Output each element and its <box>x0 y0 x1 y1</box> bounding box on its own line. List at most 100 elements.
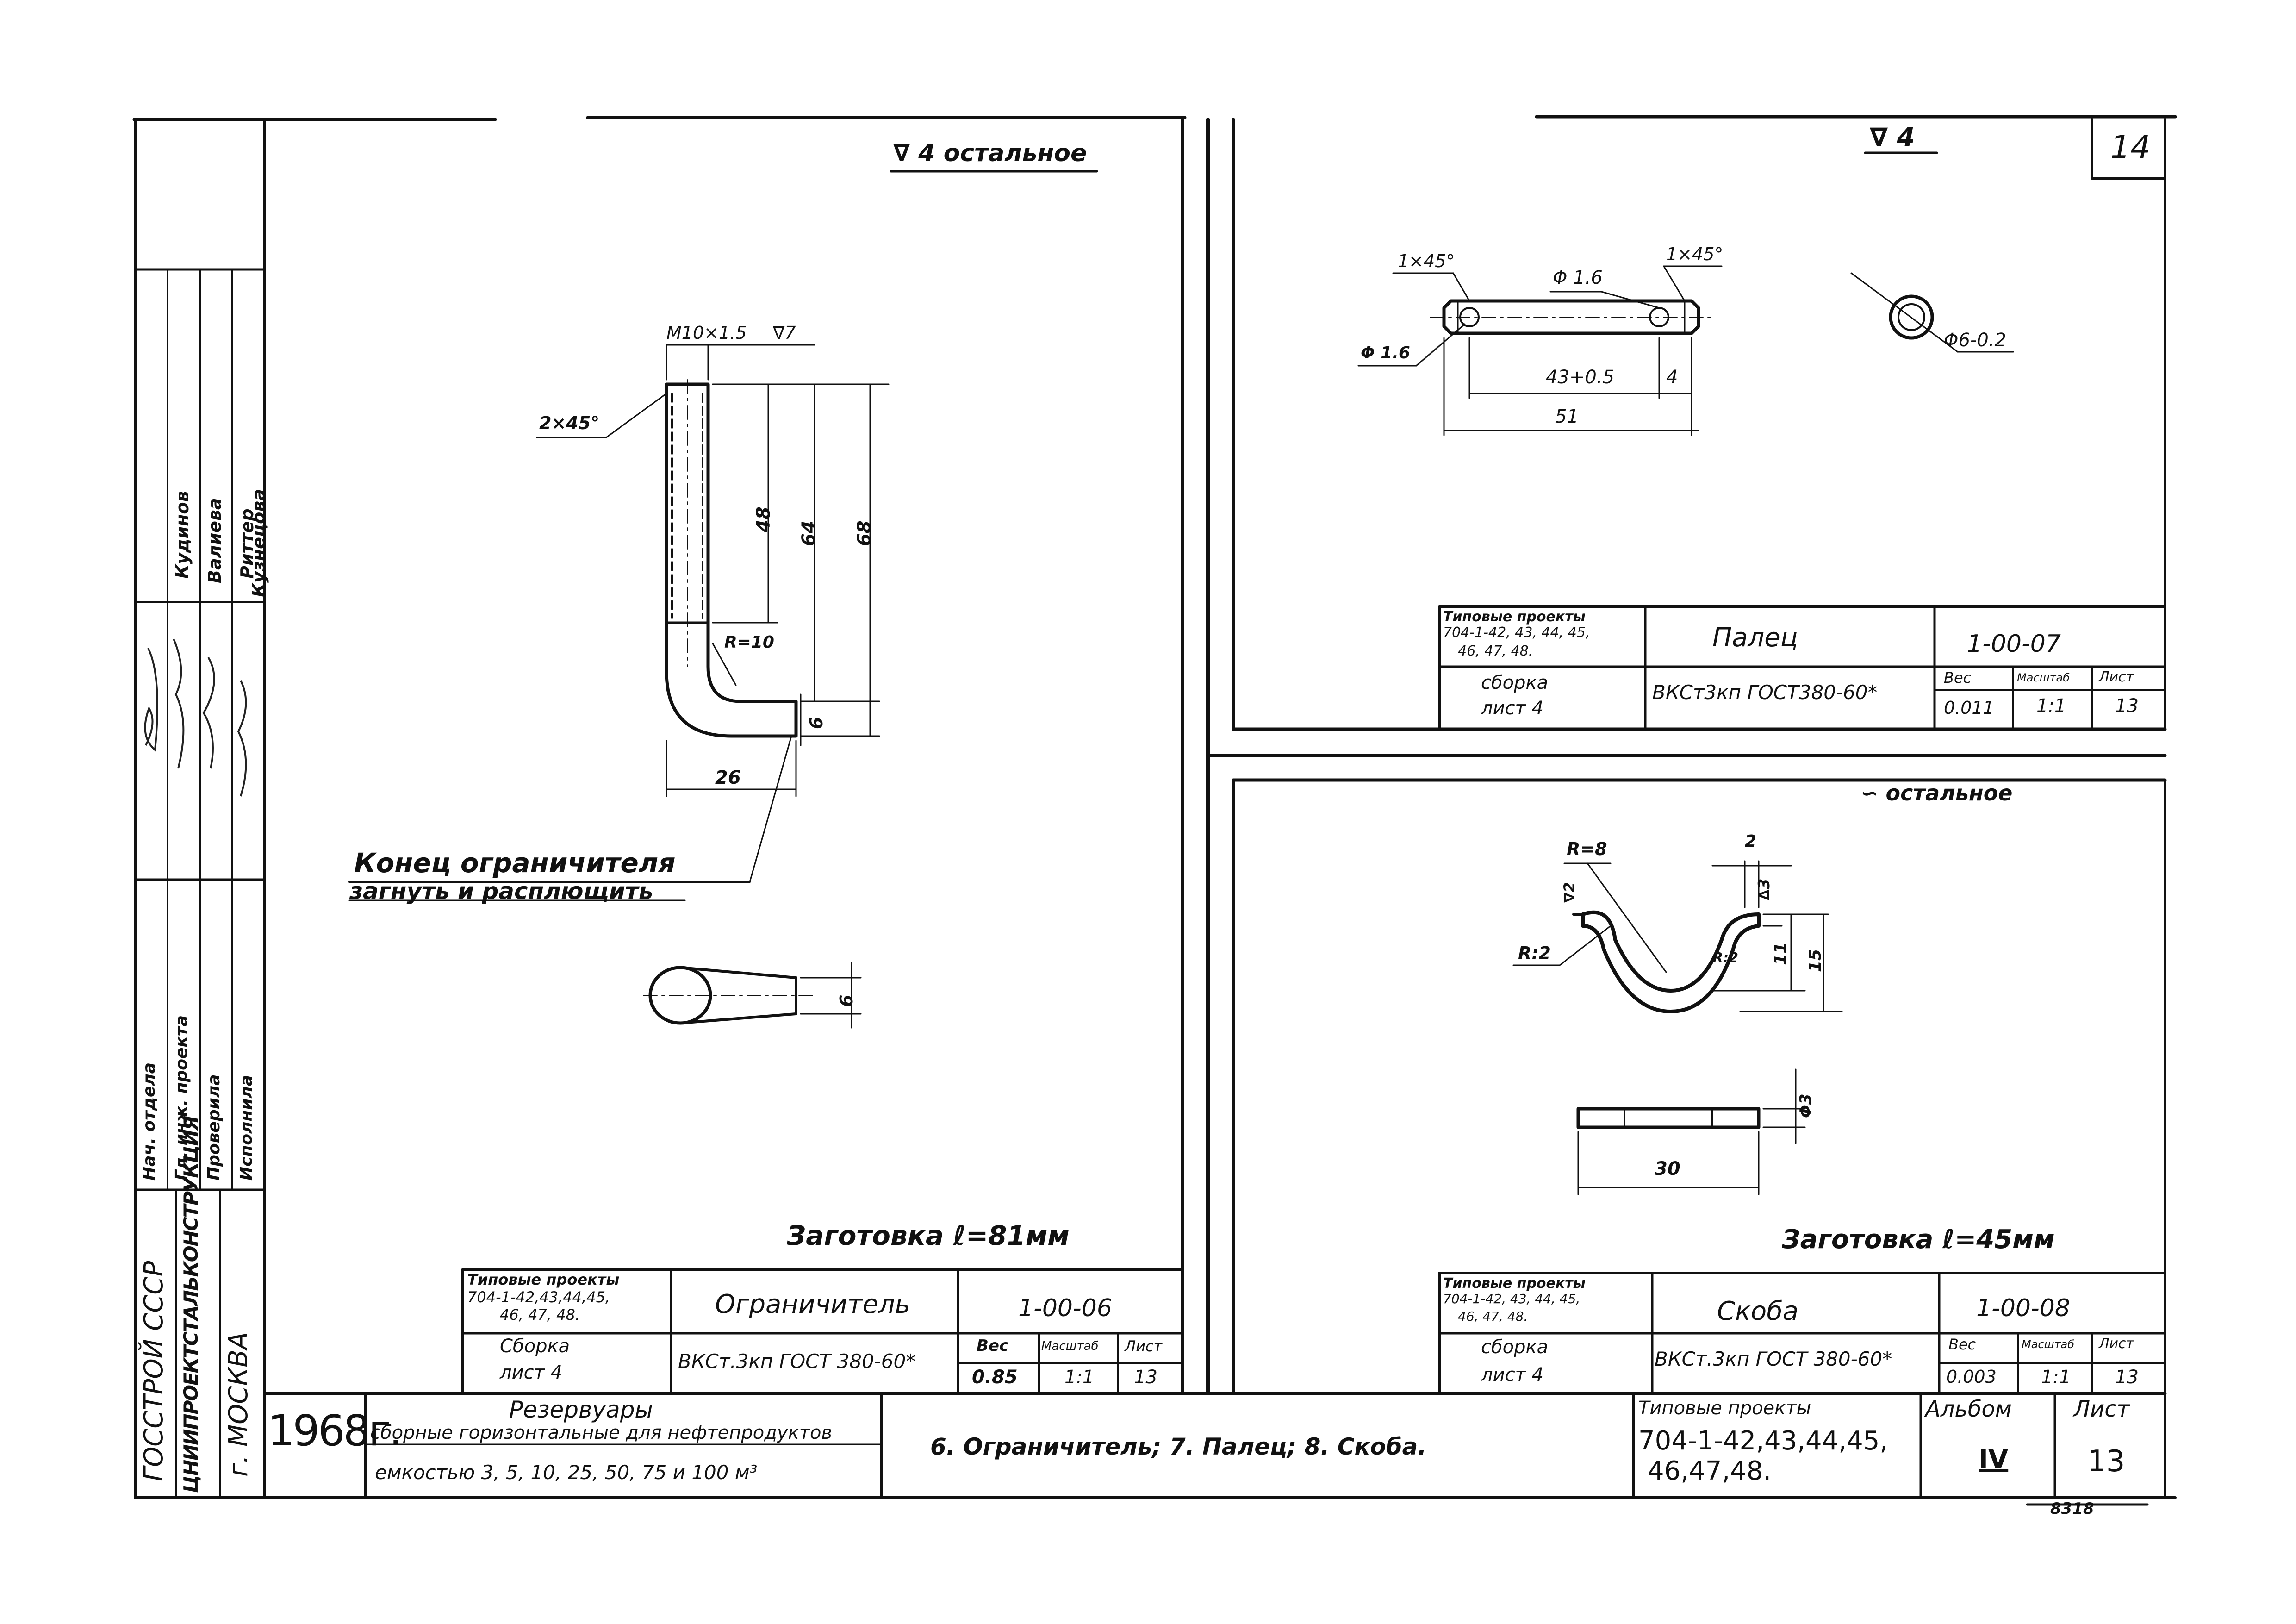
left-tb-assembly: Сборка <box>500 1336 570 1357</box>
stamp-role-2: Гл. инж. проекта <box>172 1015 191 1181</box>
clip-tb-proj-nums-2: 46, 47, 48. <box>1458 1309 1528 1324</box>
left-tb-proj-nums-1: 704-1-42,43,44,45, <box>467 1288 610 1306</box>
clip-surface-note: ∽ остальное <box>1860 781 2013 806</box>
pin-tb-sheet: 13 <box>2115 695 2139 717</box>
clip-surface-2: ∇2 <box>1561 882 1578 903</box>
clip-tb-material: ВКСт.3кп ГОСТ 380-60* <box>1655 1348 1892 1370</box>
stamp-city: г. МОСКВА <box>224 1331 254 1477</box>
clip-tb-proj-nums-1: 704-1-42, 43, 44, 45, <box>1443 1291 1580 1306</box>
left-tb-part-name: Ограничитель <box>715 1289 910 1319</box>
left-tb-weight: 0.85 <box>972 1367 1018 1388</box>
pin-hole-dia: Φ 1.6 <box>1553 267 1603 288</box>
left-tb-proj-nums-2: 46, 47, 48. <box>500 1306 580 1324</box>
dim-6: 6 <box>806 717 827 729</box>
clip-radius-bottom: R:2 <box>1518 943 1551 963</box>
thread-label: M10×1.5 <box>666 323 747 343</box>
main-proj-nums-1: 704-1-42,43,44,45, <box>1638 1426 1888 1456</box>
sheet-contents: 6. Ограничитель; 7. Палец; 8. Скоба. <box>930 1433 1427 1460</box>
clip-dim-15: 15 <box>1806 949 1825 972</box>
left-surface-note: ∇ 4 остальное <box>893 139 1087 167</box>
flat-dim: 6 <box>836 994 857 1007</box>
clip-tb-assembly: сборка <box>1481 1337 1549 1358</box>
clip-tb-sheet: 13 <box>2115 1367 2139 1388</box>
stamp-role-1: Нач. отдела <box>140 1062 159 1181</box>
chamfer-label: 2×45° <box>539 413 600 433</box>
note-line-2: загнуть и расплющить <box>349 878 653 905</box>
clip-tb-sheet-label: Лист <box>2099 1336 2134 1352</box>
clip-radius-inner: R:2 <box>1712 950 1738 966</box>
pin-dia: Φ6-0.2 <box>1944 330 2006 351</box>
pin-tb-proj-nums-1: 704-1-42, 43, 44, 45, <box>1443 625 1590 641</box>
pin-hole-dia-left: Φ 1.6 <box>1361 344 1410 362</box>
year: 1968г. <box>268 1406 403 1455</box>
left-tb-proj-label: Типовые проекты <box>467 1271 620 1288</box>
stamp-org-gosstroy: ГОССТРОЙ СССР <box>139 1261 169 1481</box>
stamp-role-3: Проверила <box>205 1074 224 1181</box>
pin-tb-scale-label: Масштаб <box>2017 671 2070 684</box>
subject-line-1: Резервуары <box>509 1396 653 1423</box>
clip-surface-3: ∆3 <box>1755 878 1773 900</box>
pin-tb-weight-label: Вес <box>1944 669 1972 687</box>
clip-tb-weight: 0.003 <box>1946 1367 1997 1387</box>
pin-tb-code: 1-00-07 <box>1967 630 2061 658</box>
footer-code: 8318 <box>2050 1499 2094 1518</box>
subject-line-2: сборные горизонтальные для нефтепродукто… <box>370 1422 833 1443</box>
surface-finish-label: ∇7 <box>773 323 796 343</box>
main-sheet-number: 13 <box>2087 1444 2125 1479</box>
subject-line-3: емкостью 3, 5, 10, 25, 50, 75 и 100 м³ <box>375 1461 758 1484</box>
left-tb-sheet: 13 <box>1134 1367 1157 1388</box>
clip-radius-top: R=8 <box>1567 839 1607 859</box>
pin-surface-note: ∇ 4 <box>1870 123 1915 153</box>
pin-dim-51: 51 <box>1555 406 1579 427</box>
pin-tb-assembly: сборка <box>1481 672 1549 693</box>
pin-tb-material: ВКСт3кп ГОСТ380-60* <box>1652 681 1878 704</box>
stamp-name-1: Кудинов <box>172 491 193 579</box>
main-proj-nums-2: 46,47,48. <box>1648 1456 1772 1486</box>
album-label: Альбом <box>1925 1396 2012 1422</box>
pin-chamfer-left: 1×45° <box>1398 251 1455 271</box>
pin-chamfer-right: 1×45° <box>1666 244 1724 264</box>
clip-blank-length: Заготовка ℓ=45мм <box>1782 1224 2055 1255</box>
pin-tb-proj-label: Типовые проекты <box>1443 609 1586 625</box>
left-tb-scale: 1:1 <box>1064 1367 1095 1388</box>
stamp-name-2: Валиева <box>205 498 225 583</box>
clip-dim-3: Φ3 <box>1797 1093 1815 1118</box>
clip-tb-scale: 1:1 <box>2041 1367 2071 1388</box>
clip-tb-code: 1-00-08 <box>1976 1294 2070 1322</box>
dim-26: 26 <box>715 767 741 788</box>
clip-tb-scale-label: Масштаб <box>2022 1338 2075 1351</box>
stamp-name-4: Кузнецова <box>249 489 269 597</box>
clip-dim-30: 30 <box>1655 1158 1680 1180</box>
main-proj-label: Типовые проекты <box>1638 1398 1811 1419</box>
left-tb-sheet-label: Лист <box>1125 1337 1163 1355</box>
pin-dim-43: 43+0.5 <box>1546 367 1615 388</box>
pin-tb-part-name: Палец <box>1712 623 1798 653</box>
dim-48: 48 <box>753 506 774 532</box>
clip-tb-sheet-ref: лист 4 <box>1481 1364 1544 1386</box>
pin-dim-4: 4 <box>1666 367 1678 388</box>
left-tb-material: ВКСт.3кп ГОСТ 380-60* <box>678 1350 916 1373</box>
page-number: 14 <box>2110 129 2151 166</box>
left-tb-sheet-ref: лист 4 <box>500 1362 563 1383</box>
left-tb-scale-label: Масштаб <box>1041 1339 1099 1353</box>
left-blank-length: Заготовка ℓ=81мм <box>787 1220 1070 1251</box>
clip-tb-part-name: Скоба <box>1717 1296 1799 1326</box>
pin-tb-sheet-label: Лист <box>2099 669 2134 685</box>
left-tb-weight-label: Вес <box>977 1337 1009 1355</box>
pin-tb-sheet-ref: лист 4 <box>1481 698 1544 719</box>
left-tb-code: 1-00-06 <box>1018 1294 1112 1322</box>
album-number: IV <box>1979 1444 2009 1474</box>
clip-dim-2: 2 <box>1745 832 1757 851</box>
pin-tb-proj-nums-2: 46, 47, 48. <box>1458 643 1533 659</box>
stamp-role-4: Исполнила <box>237 1074 256 1181</box>
dim-68: 68 <box>854 520 875 546</box>
pin-tb-weight: 0.011 <box>1944 698 1994 718</box>
clip-dim-11: 11 <box>1771 942 1790 965</box>
clip-tb-proj-label: Типовые проекты <box>1443 1275 1586 1292</box>
note-line-1: Конец ограничителя <box>354 847 676 879</box>
pin-tb-scale: 1:1 <box>2036 695 2066 717</box>
clip-tb-weight-label: Вес <box>1948 1336 1976 1353</box>
radius-label: R=10 <box>724 633 774 652</box>
